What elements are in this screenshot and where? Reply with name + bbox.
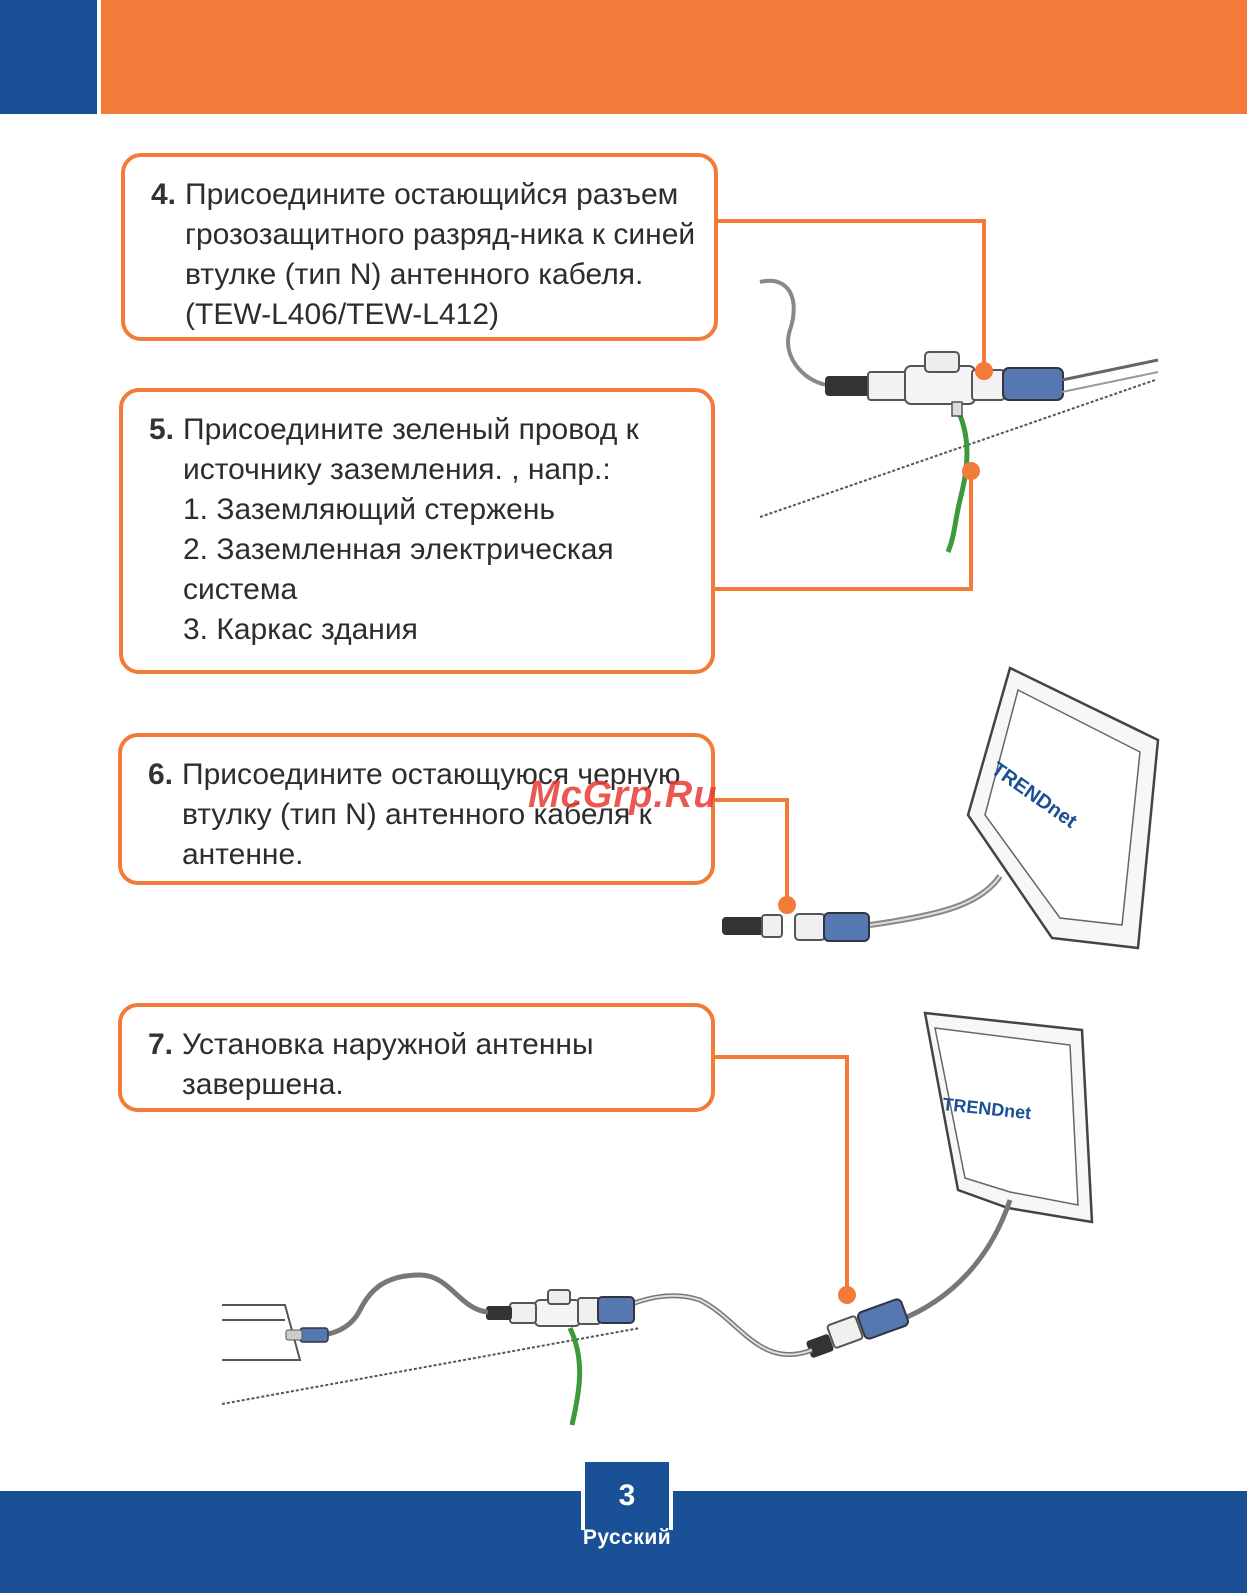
step-4-line: (TEW-L406/TEW-L412) (185, 298, 499, 331)
arrester-illustration-top (759, 278, 1159, 553)
step-5-leader-line (715, 471, 973, 591)
step-5-line: 3. Каркас здания (183, 613, 418, 646)
step-4-line: Присоедините остающийся разъем (185, 178, 679, 211)
step-7-leader-line (715, 1055, 849, 1295)
step-7-number: 7. (148, 1028, 174, 1061)
step-4-line: втулке (тип N) антенного кабеля. (185, 258, 644, 291)
step-6-number: 6. (148, 758, 174, 791)
step-7-line: завершена. (182, 1068, 344, 1101)
language-label: Русский (582, 1526, 672, 1549)
step-6-line: антенне. (182, 838, 304, 871)
step-5-leader-dot (962, 462, 980, 480)
step-4-line: грозозащитного разряд-ника к синей (185, 218, 696, 251)
step-6-box: 6. Присоедините остающуюся черную втулку… (118, 733, 715, 885)
step-5-line: источнику заземления. , напр.: (183, 453, 611, 486)
trendnet-logo-1: TRENDnet (987, 758, 1081, 833)
header-blue-block (0, 0, 97, 114)
page-number: 3 (618, 1479, 636, 1512)
step-5-line: 1. Заземляющий стержень (183, 493, 556, 526)
step-7-leader-dot (838, 1286, 856, 1304)
step-5-line: Присоедините зеленый провод к (183, 413, 639, 446)
watermark: McGrp.Ru (528, 774, 718, 816)
step-5-number: 5. (149, 413, 175, 446)
header-orange-bar (101, 0, 1247, 114)
step-7-line: Установка наружной антенны (182, 1028, 594, 1061)
step-5-line: система (183, 573, 298, 606)
step-4-leader-line (718, 219, 986, 371)
step-4-box: 4. Присоедините остающийся разъем грозоз… (121, 153, 718, 341)
page-number-box: 3 (581, 1458, 673, 1530)
trendnet-logo-2: TRENDnet (942, 1094, 1033, 1123)
antenna-illustration-step6: TRENDnet (722, 666, 1160, 950)
step-6-leader-line (715, 798, 789, 905)
step-5-box: 5. Присоедините зеленый провод к источни… (119, 388, 715, 674)
step-6-line: Присоедините остающуюся черную (182, 758, 681, 791)
step-4-leader-dot (975, 362, 993, 380)
step-5-line: 2. Заземленная электрическая (183, 533, 614, 566)
step-6-line: втулку (тип N) антенного кабеля к (182, 798, 652, 831)
step-7-box: 7. Установка наружной антенны завершена. (118, 1003, 715, 1112)
step-4-number: 4. (151, 178, 177, 211)
step-6-leader-dot (778, 896, 796, 914)
